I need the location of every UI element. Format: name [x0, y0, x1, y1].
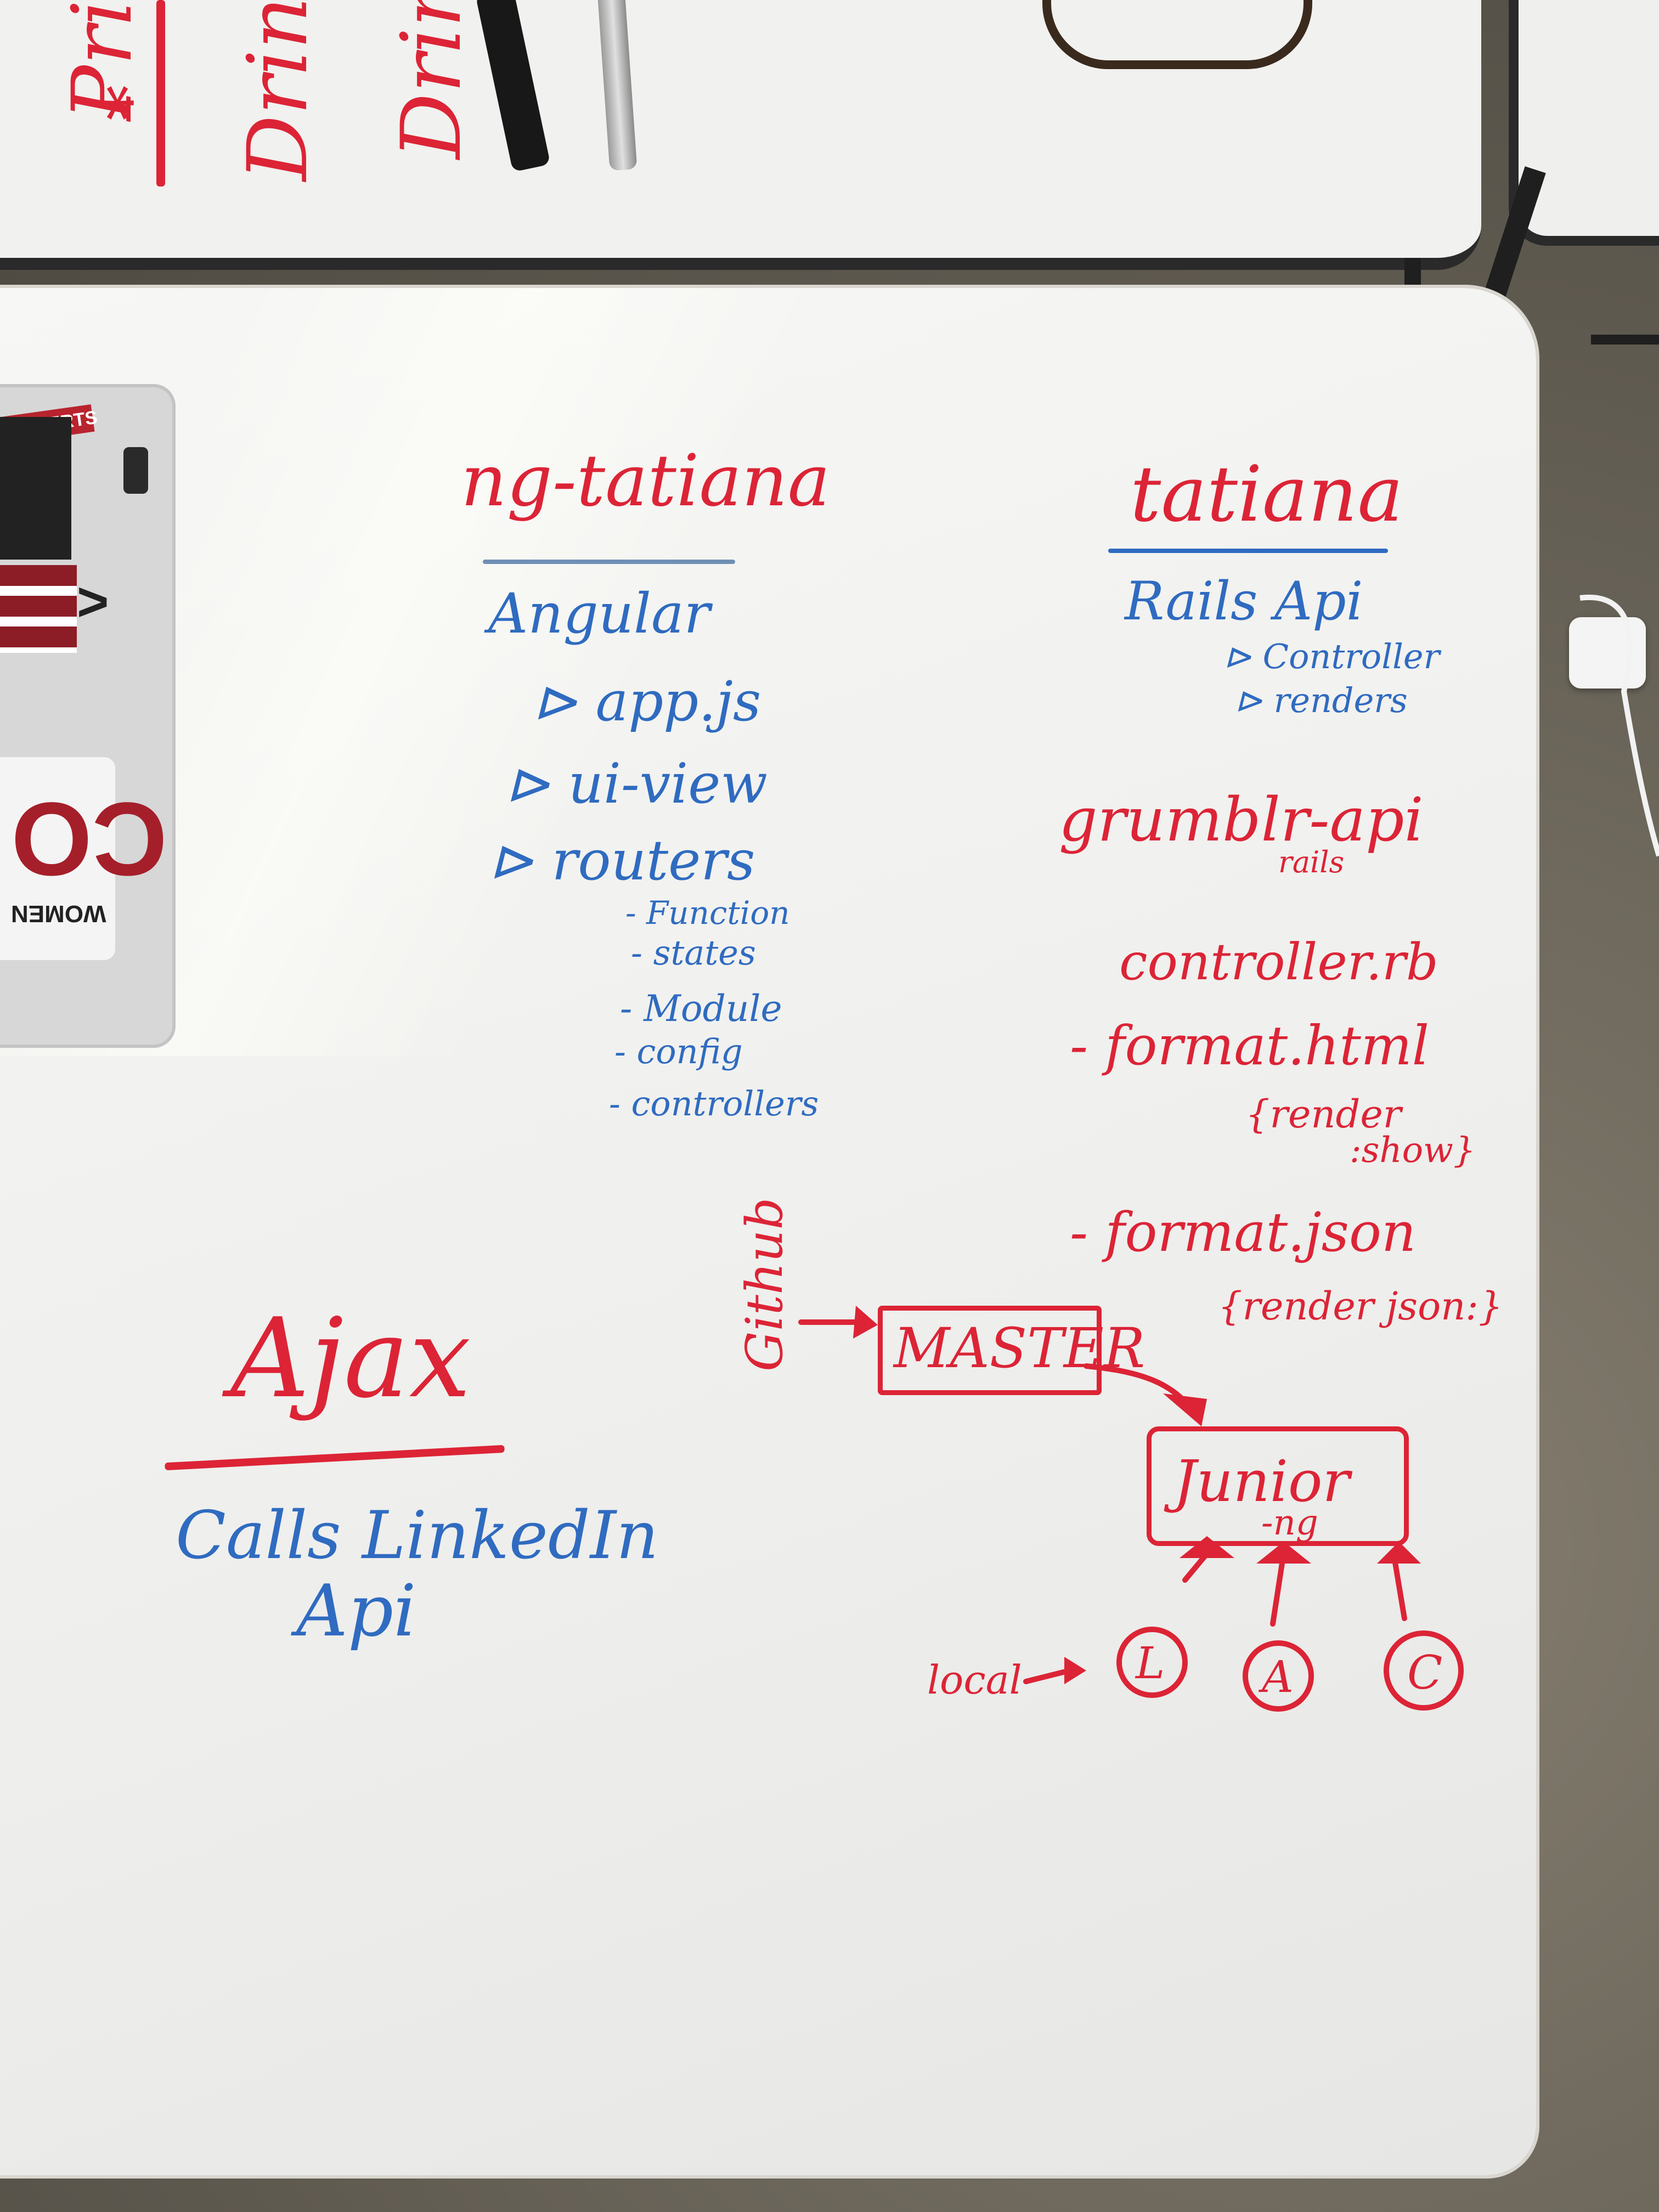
- top-whiteboard: [0, 0, 1481, 270]
- node-c-label: C: [1407, 1646, 1443, 1700]
- item-ui-view: ⊳ ui-view: [505, 752, 768, 816]
- title-underline: [483, 560, 735, 564]
- grumblr-api: grumblr-api: [1059, 785, 1424, 855]
- ajax-title: Ajax: [230, 1295, 471, 1423]
- node-l-arrowhead: [1180, 1536, 1234, 1558]
- tatiana-underline: [1108, 549, 1388, 553]
- node-c-arrowhead: [1377, 1542, 1421, 1564]
- junior-box: Junior -ng: [1147, 1426, 1409, 1546]
- ajax-line-1: Calls LinkedIn: [176, 1498, 659, 1574]
- item-angular: Angular: [488, 582, 710, 646]
- top-red-line: [156, 0, 165, 187]
- item-app-js: ⊳ app.js: [532, 669, 761, 733]
- sticker-dark: [0, 417, 71, 560]
- controller-rb: controller.rb: [1119, 933, 1438, 991]
- node-l-circle: [1116, 1627, 1188, 1698]
- table-brace: [1591, 335, 1659, 345]
- sub-config: - config: [614, 1031, 743, 1071]
- title-ng-tatiana: ng-tatiana: [461, 439, 831, 522]
- sub-states: - states: [631, 933, 756, 973]
- title-tatiana: tatiana: [1130, 450, 1403, 539]
- local-label: local: [927, 1657, 1022, 1703]
- junior-sub-label: -ng: [1261, 1503, 1318, 1543]
- github-arrowhead: [853, 1306, 878, 1339]
- node-l-label: L: [1136, 1638, 1165, 1689]
- node-a-circle: [1243, 1640, 1314, 1712]
- laptop-port: [123, 447, 148, 494]
- rails-renders: ⊳ renders: [1234, 680, 1408, 720]
- sub-function: - Function: [625, 894, 790, 932]
- master-arrowhead: [1163, 1393, 1207, 1426]
- sticker-women: CO WOMEN: [0, 757, 167, 960]
- junior-label: Junior: [1173, 1448, 1350, 1515]
- node-a-arrow: [1270, 1550, 1286, 1627]
- render-show-1: {render: [1245, 1092, 1402, 1137]
- charger-cable: [1579, 594, 1659, 857]
- sticker-chevron: >: [77, 571, 109, 633]
- sticker-stripes: [0, 565, 77, 653]
- render-show-2: :show}: [1350, 1130, 1476, 1171]
- grumblr-rails: rails: [1278, 845, 1345, 879]
- rails-controller: ⊳ Controller: [1223, 636, 1440, 676]
- ajax-line-2: Api: [296, 1569, 416, 1652]
- node-c-circle: [1384, 1630, 1464, 1711]
- rails-api: Rails Api: [1125, 571, 1363, 632]
- node-a-arrowhead: [1256, 1542, 1311, 1564]
- local-arrow: [1023, 1668, 1073, 1684]
- item-routers: ⊳ routers: [488, 828, 755, 893]
- master-junior-arrow: [1084, 1363, 1199, 1418]
- local-arrowhead: [1064, 1657, 1086, 1684]
- format-html: - format.html: [1070, 1015, 1430, 1077]
- power-adapter: [1569, 617, 1646, 689]
- laptop: #YELPERTS > CO WOMEN: [0, 384, 176, 1048]
- node-a-label: A: [1262, 1651, 1294, 1702]
- format-json: - format.json: [1070, 1201, 1417, 1264]
- sub-module: - Module: [620, 988, 782, 1030]
- render-json: {render json:}: [1218, 1284, 1503, 1329]
- sub-controllers: - controllers: [609, 1084, 819, 1124]
